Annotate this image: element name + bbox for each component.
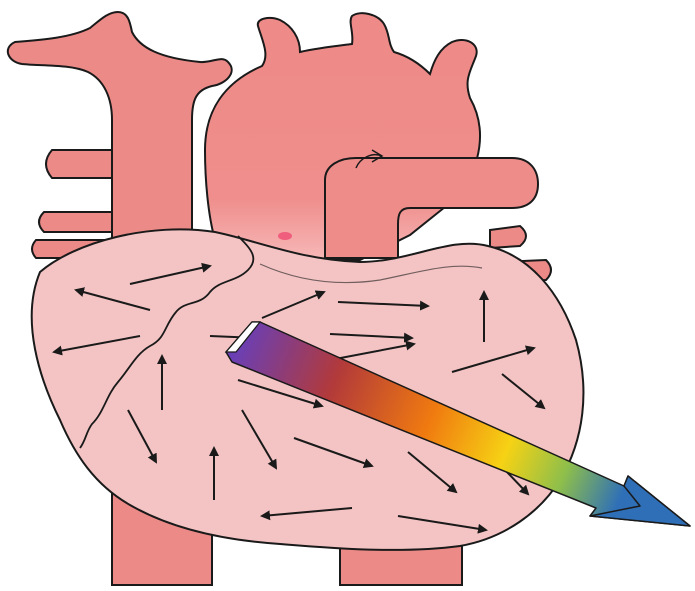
aorta-mark — [278, 232, 292, 240]
